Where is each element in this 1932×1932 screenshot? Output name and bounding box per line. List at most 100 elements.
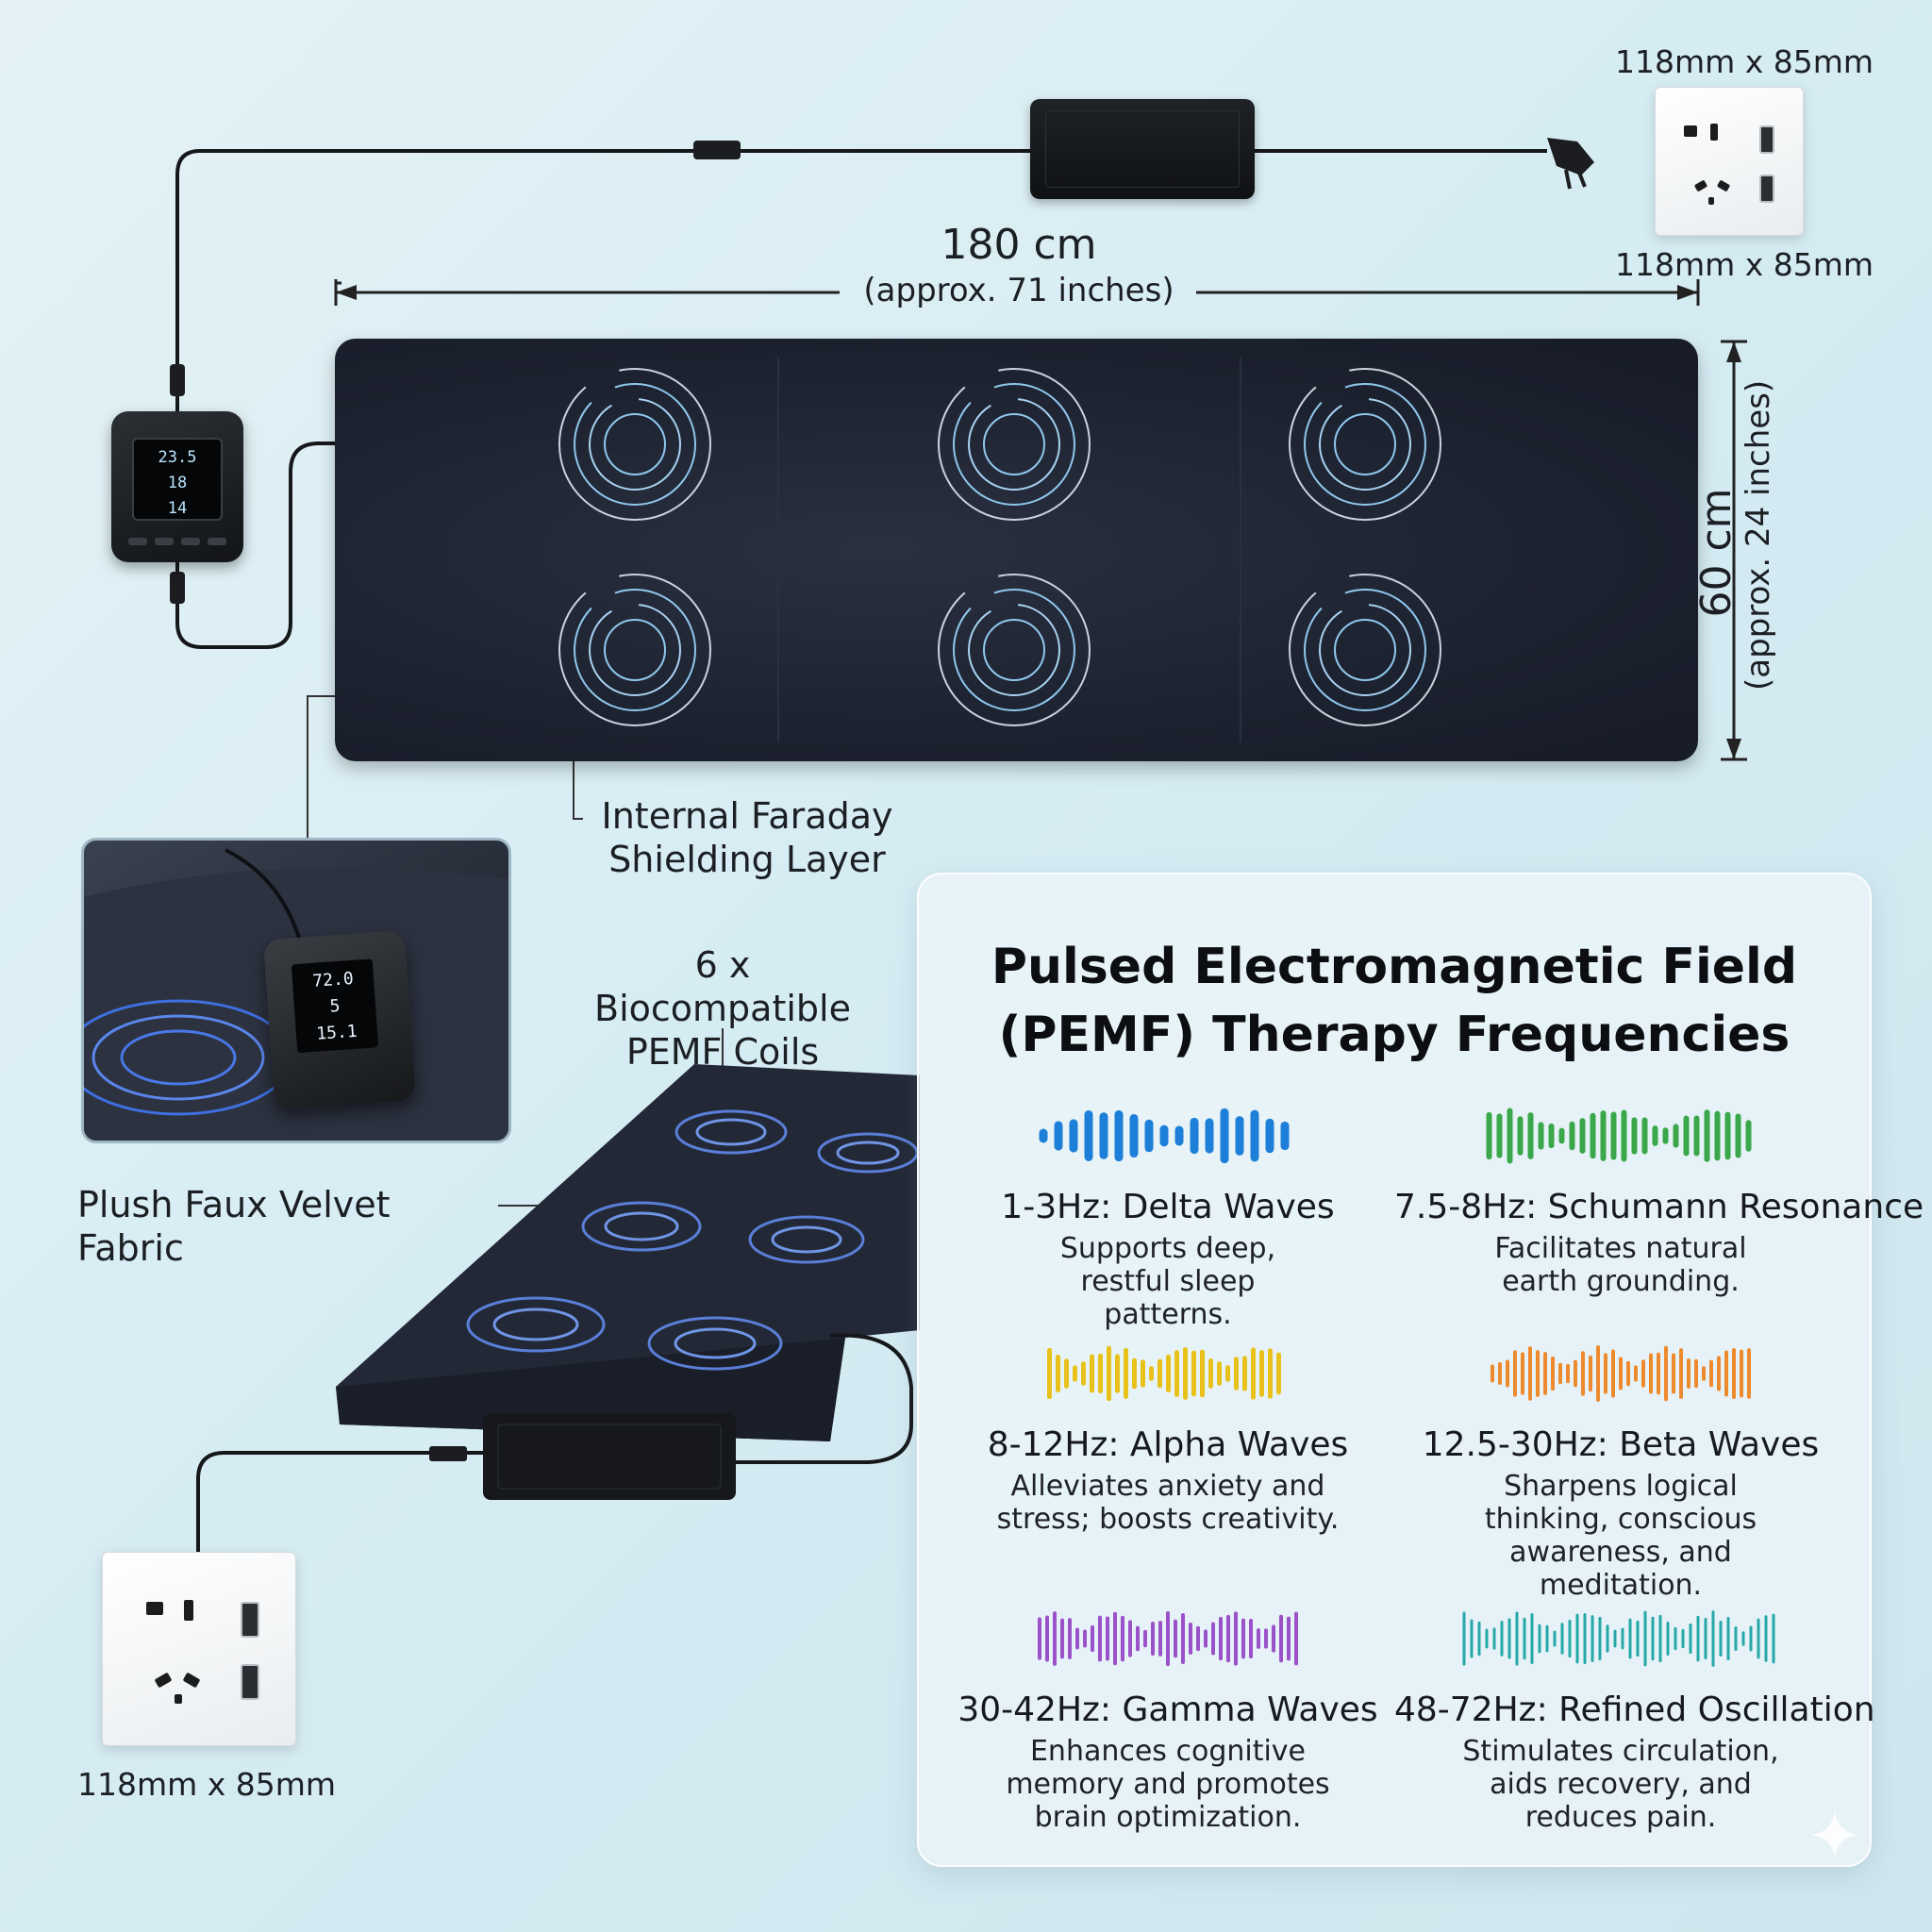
waveform-bar [1039,1128,1048,1143]
coil-icon [558,368,711,521]
power-adapter [1030,99,1255,199]
bottom-cable [736,1333,913,1464]
fabric-callout: Plush Faux Velvet Fabric [77,1184,391,1269]
controller-closeup-photo: 72.0 5 15.1 [81,838,511,1143]
waveform-bar [1259,1350,1264,1397]
waveform-bar [1492,1627,1496,1650]
waveform-bar [1287,1616,1291,1661]
waveform-bar [1543,1352,1547,1395]
waveform-bar [1208,1358,1213,1389]
waveform-bar [1643,1610,1647,1667]
waveform-bar [1724,1350,1728,1397]
waveform-bar [1279,1614,1283,1663]
waveform-bar [1491,1364,1494,1383]
waveform-bar [1124,1347,1128,1400]
panel-title: Pulsed Electromagnetic Field (PEMF) Ther… [919,933,1870,1069]
waveform-bar [1666,1621,1670,1657]
waveform-bar [1704,1109,1710,1162]
waveform-bar [1649,1353,1653,1394]
length-dimension-line [334,279,1700,306]
waveform-bar [1591,1615,1594,1662]
waveform-bar [1772,1613,1775,1664]
waveform-bar [1129,1113,1139,1158]
waveform-bar [1636,1620,1640,1657]
waveform-bar [1558,1127,1565,1144]
waveform-bar [1517,1116,1524,1156]
waveform-bar [1075,1627,1079,1650]
waveform-bar [1714,1110,1721,1161]
waveform-bar [1621,1109,1627,1162]
waveform-bar [1694,1358,1698,1389]
waveform-bar [1513,1350,1517,1397]
waveform-bar [1220,1108,1229,1164]
waveform-bar [1107,1345,1111,1402]
controller-cable [175,441,338,649]
coil-icon [1289,574,1441,726]
waveform-bar [1234,1611,1238,1666]
waveform-bar [1174,1350,1179,1397]
waveform-bar [1745,1120,1752,1152]
waveform-bar [1264,1628,1268,1649]
waveform-bar [1747,1348,1751,1399]
power-cable [175,149,1030,411]
waveform-bar [1226,1614,1230,1663]
waveform-bar [1225,1365,1230,1382]
waveform-bar [1610,1111,1617,1160]
waveform-bar [1294,1611,1298,1666]
waveform-bar [1717,1356,1721,1391]
waveform-bar [1581,1351,1585,1396]
waveform-bar [1696,1615,1700,1662]
waveform-bar [1641,1359,1645,1388]
waveform-bar [1241,1618,1245,1659]
outlet-size-label: 118mm x 85mm [1615,43,1874,80]
waveform-bar [1619,1357,1623,1391]
waveform-bar [1098,1353,1103,1394]
waveform-bar [1064,1358,1069,1389]
waveform-bar [1498,1362,1502,1385]
faraday-callout-line-1: Internal Faraday [601,795,893,837]
waveform-bar [1538,1624,1541,1654]
waveform-bar [1709,1359,1713,1388]
waveform-bar [1651,1616,1655,1661]
waveform-bar [1069,1119,1078,1153]
waveform-bar [1711,1610,1715,1667]
frequency-item-alpha: 8-12Hz: Alpha Waves Alleviates anxiety a… [941,1343,1394,1536]
waveform-bar [1702,1366,1706,1381]
frequency-name: 7.5-8Hz: Schumann Resonance [1394,1188,1924,1226]
waveform-bar [1068,1618,1072,1659]
waveform-bar [1574,1359,1577,1388]
waveform-bar [1158,1358,1162,1389]
waveform-bar [1734,1625,1738,1652]
waveform-bar [1506,1359,1509,1388]
waveform-bar [1054,1121,1063,1151]
waveform-bar [1235,1116,1244,1156]
waveform-bar [1099,1112,1108,1159]
waveform-bar [1159,1124,1169,1147]
waveform-bar [1726,1617,1730,1660]
waveform-bar [1128,1620,1132,1657]
waveform-bar [1548,1123,1555,1149]
waveform-bar [1462,1611,1466,1666]
coil-layout [558,358,1441,742]
waveform-bar [1149,1366,1154,1381]
waveform-bar [1590,1112,1596,1159]
coil-icon [938,368,1091,521]
waveform-bar [1205,1118,1214,1154]
waveform-bar [1190,1117,1199,1155]
waveform-icon [1038,1610,1298,1667]
waveform-bar [1251,1347,1256,1400]
waveform-bar [1521,1352,1524,1395]
frequency-name: 8-12Hz: Alpha Waves [987,1425,1349,1464]
display-line-1: 23.5 [158,448,197,467]
waveform-bar [1280,1121,1290,1151]
waveform-bar [1569,1121,1575,1151]
waveform-bar [1174,1125,1184,1146]
waveform-bar [1272,1624,1275,1653]
waveform-bar [1265,1118,1274,1154]
waveform-bar [1719,1620,1723,1657]
waveform-bar [1704,1617,1707,1660]
waveform-bar [1558,1362,1562,1385]
waveform-icon [1486,1108,1752,1164]
waveform-bar [1144,1119,1154,1153]
waveform-bar [1083,1629,1087,1648]
